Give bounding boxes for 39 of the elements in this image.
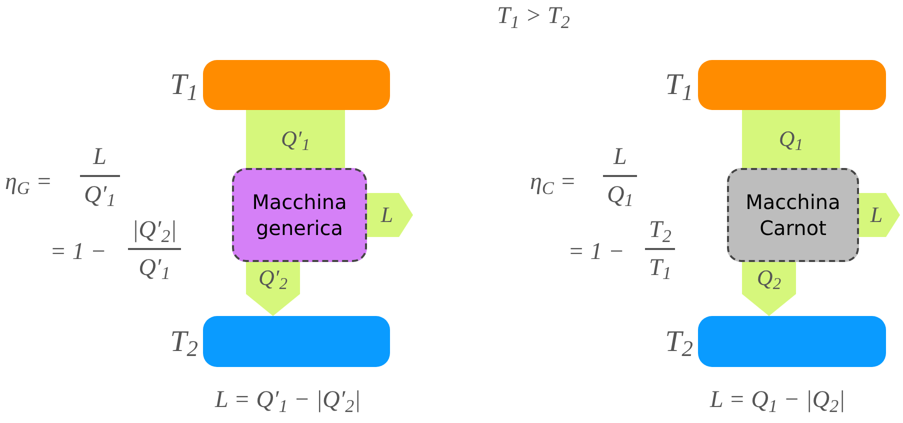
formula-text: L = Q$_{1}$ − |Q$_{2}$| [710,388,846,412]
formula-text: η$_{C}$ = [530,170,576,194]
temperature-label: T$_{2}$ [170,326,198,356]
heat-flow-arrow [742,110,840,168]
formula-text: = 1 − [50,240,106,264]
formula-text: = 1 − [568,240,624,264]
edge-label: Q′$_{1}$ [281,128,310,150]
fraction-numerator: T$_{2}$ [648,218,672,242]
fraction-denominator: Q′$_{1}$ [83,182,117,206]
engine-box [232,168,367,262]
heat-flow-arrow [246,110,345,168]
engine-label: Macchina generica [251,189,348,241]
fraction-denominator: Q$_{1}$ [606,182,634,206]
hot-reservoir-box [698,60,886,110]
temperature-label: T$_{1}$ [665,70,693,100]
heat-flow-arrow [246,262,300,316]
formula-text: η$_{G}$ = [5,170,52,194]
cold-reservoir-box [203,316,390,367]
edge-label: Q$_{1}$ [778,128,804,150]
edge-label: Q$_{2}$ [756,267,782,289]
edge-label: L [380,204,394,226]
edge-label: Q′$_{2}$ [258,267,288,289]
formula-text: L = Q′$_{1}$ − |Q′$_{2}$| [215,388,361,412]
cold-reservoir-box [698,316,886,367]
fraction-numerator: L [612,145,628,169]
engine-box [727,168,859,262]
formula-text: T$_{1}$ > T$_{2}$ [497,4,570,28]
hot-reservoir-box [203,60,390,110]
temperature-label: T$_{2}$ [665,326,693,356]
fraction-numerator: L [92,145,108,169]
fraction-denominator: T$_{1}$ [648,256,672,280]
heat-flow-arrow [742,262,796,316]
work-arrow [859,193,900,237]
fraction-numerator: |Q′$_{2}$| [131,218,178,242]
temperature-label: T$_{1}$ [170,70,198,100]
edge-label: L [870,204,883,226]
work-arrow [367,193,413,237]
engine-label: Macchina Carnot [744,189,842,241]
fraction-denominator: Q′$_{1}$ [138,256,172,280]
